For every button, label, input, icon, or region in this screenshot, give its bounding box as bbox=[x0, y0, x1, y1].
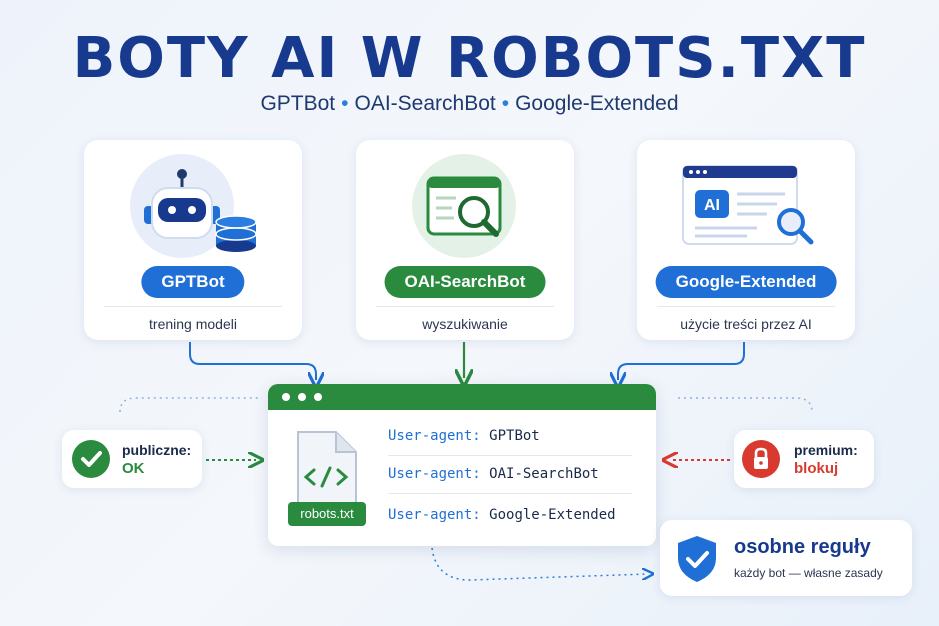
pill-google-extended: Google-Extended bbox=[655, 266, 837, 298]
public-box: publiczne: OK bbox=[62, 430, 202, 488]
ua-value: OAI-SearchBot bbox=[489, 466, 599, 482]
ua-value: GPTBot bbox=[489, 428, 540, 444]
ua-line-google-extended: User-agent: Google-Extended bbox=[388, 507, 616, 523]
card-divider bbox=[657, 306, 835, 307]
ai-browser-search-icon: AI bbox=[637, 150, 855, 260]
check-icon bbox=[72, 440, 110, 478]
code-file-icon bbox=[297, 431, 357, 505]
subtitle-item-gptbot: GPTBot bbox=[260, 92, 336, 115]
rules-box: osobne reguły każdy bot — własne zasady bbox=[660, 520, 912, 596]
premium-status: blokuj bbox=[794, 460, 839, 477]
window-dot bbox=[314, 393, 322, 401]
page-title: BOTY AI W ROBOTS.TXT bbox=[72, 26, 867, 91]
search-window-icon bbox=[356, 150, 574, 260]
page-subtitle: GPTBot•OAI-SearchBot•Google-Extended bbox=[0, 92, 939, 116]
subtitle-separator: • bbox=[501, 92, 510, 115]
lock-icon bbox=[742, 440, 780, 478]
window-dot bbox=[298, 393, 306, 401]
ua-key: User-agent: bbox=[388, 428, 481, 444]
rules-title: osobne reguły bbox=[734, 536, 871, 558]
ua-value: Google-Extended bbox=[489, 507, 616, 523]
robot-database-icon bbox=[84, 150, 302, 260]
ua-line-oai-searchbot: User-agent: OAI-SearchBot bbox=[388, 466, 599, 482]
card-desc-google-extended: użycie treści przez AI bbox=[680, 316, 812, 332]
ua-divider bbox=[388, 455, 632, 456]
ua-key: User-agent: bbox=[388, 507, 481, 523]
ua-line-gptbot: User-agent: GPTBot bbox=[388, 428, 540, 444]
card-google-extended: AI Google-Extended użycie treści przez A… bbox=[637, 140, 855, 340]
card-divider bbox=[376, 306, 554, 307]
rules-subtitle: każdy bot — własne zasady bbox=[734, 566, 883, 580]
shield-check-icon bbox=[678, 536, 716, 582]
pill-oai-searchbot: OAI-SearchBot bbox=[384, 266, 546, 298]
card-desc-oai-searchbot: wyszukiwanie bbox=[422, 316, 508, 332]
card-gptbot: GPTBot trening modeli bbox=[84, 140, 302, 340]
card-oai-searchbot: OAI-SearchBot wyszukiwanie bbox=[356, 140, 574, 340]
premium-box: premium: blokuj bbox=[734, 430, 874, 488]
window-dot bbox=[282, 393, 290, 401]
pill-gptbot: GPTBot bbox=[141, 266, 245, 298]
subtitle-separator: • bbox=[341, 92, 349, 115]
card-desc-gptbot: trening modeli bbox=[149, 316, 237, 332]
public-status: OK bbox=[122, 460, 145, 477]
card-divider bbox=[104, 306, 282, 307]
svg-text:AI: AI bbox=[704, 197, 720, 214]
ua-divider bbox=[388, 493, 632, 494]
premium-label: premium: bbox=[794, 442, 858, 458]
subtitle-item-oai-searchbot: OAI-SearchBot bbox=[354, 92, 496, 115]
public-label: publiczne: bbox=[122, 442, 192, 458]
window-titlebar bbox=[268, 384, 656, 410]
subtitle-item-google-extended: Google-Extended bbox=[515, 92, 679, 115]
robots-file-label: robots.txt bbox=[288, 502, 366, 526]
ua-key: User-agent: bbox=[388, 466, 481, 482]
